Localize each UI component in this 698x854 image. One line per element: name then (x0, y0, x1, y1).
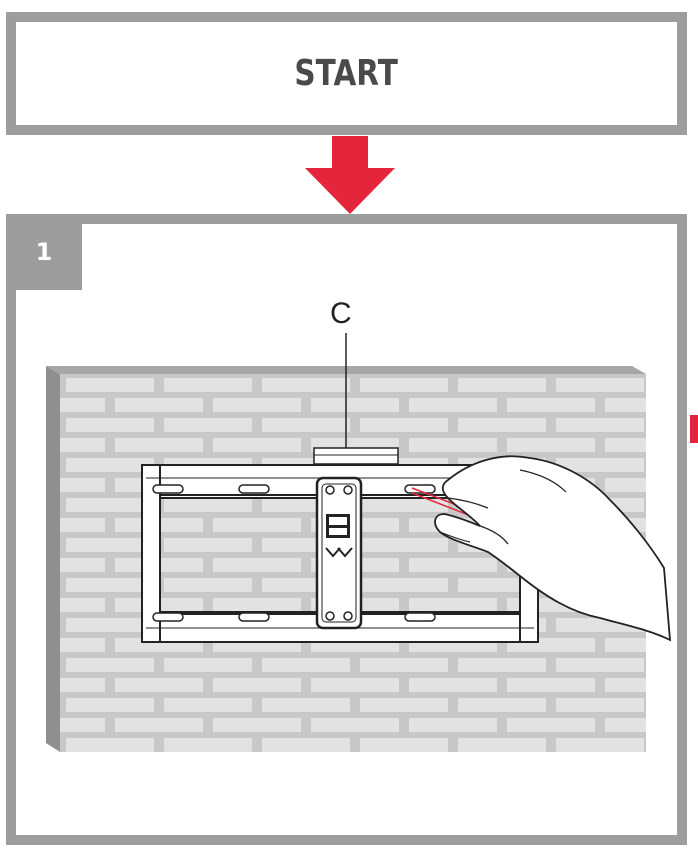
start-banner: START (6, 12, 687, 135)
start-label: START (294, 53, 399, 94)
step-number-badge: 1 (6, 214, 82, 290)
page-edge-marker (690, 415, 698, 443)
part-c-block (313, 447, 399, 465)
callout-label: C (330, 297, 352, 330)
down-arrow-icon (305, 136, 395, 214)
hand-icon (434, 455, 672, 642)
